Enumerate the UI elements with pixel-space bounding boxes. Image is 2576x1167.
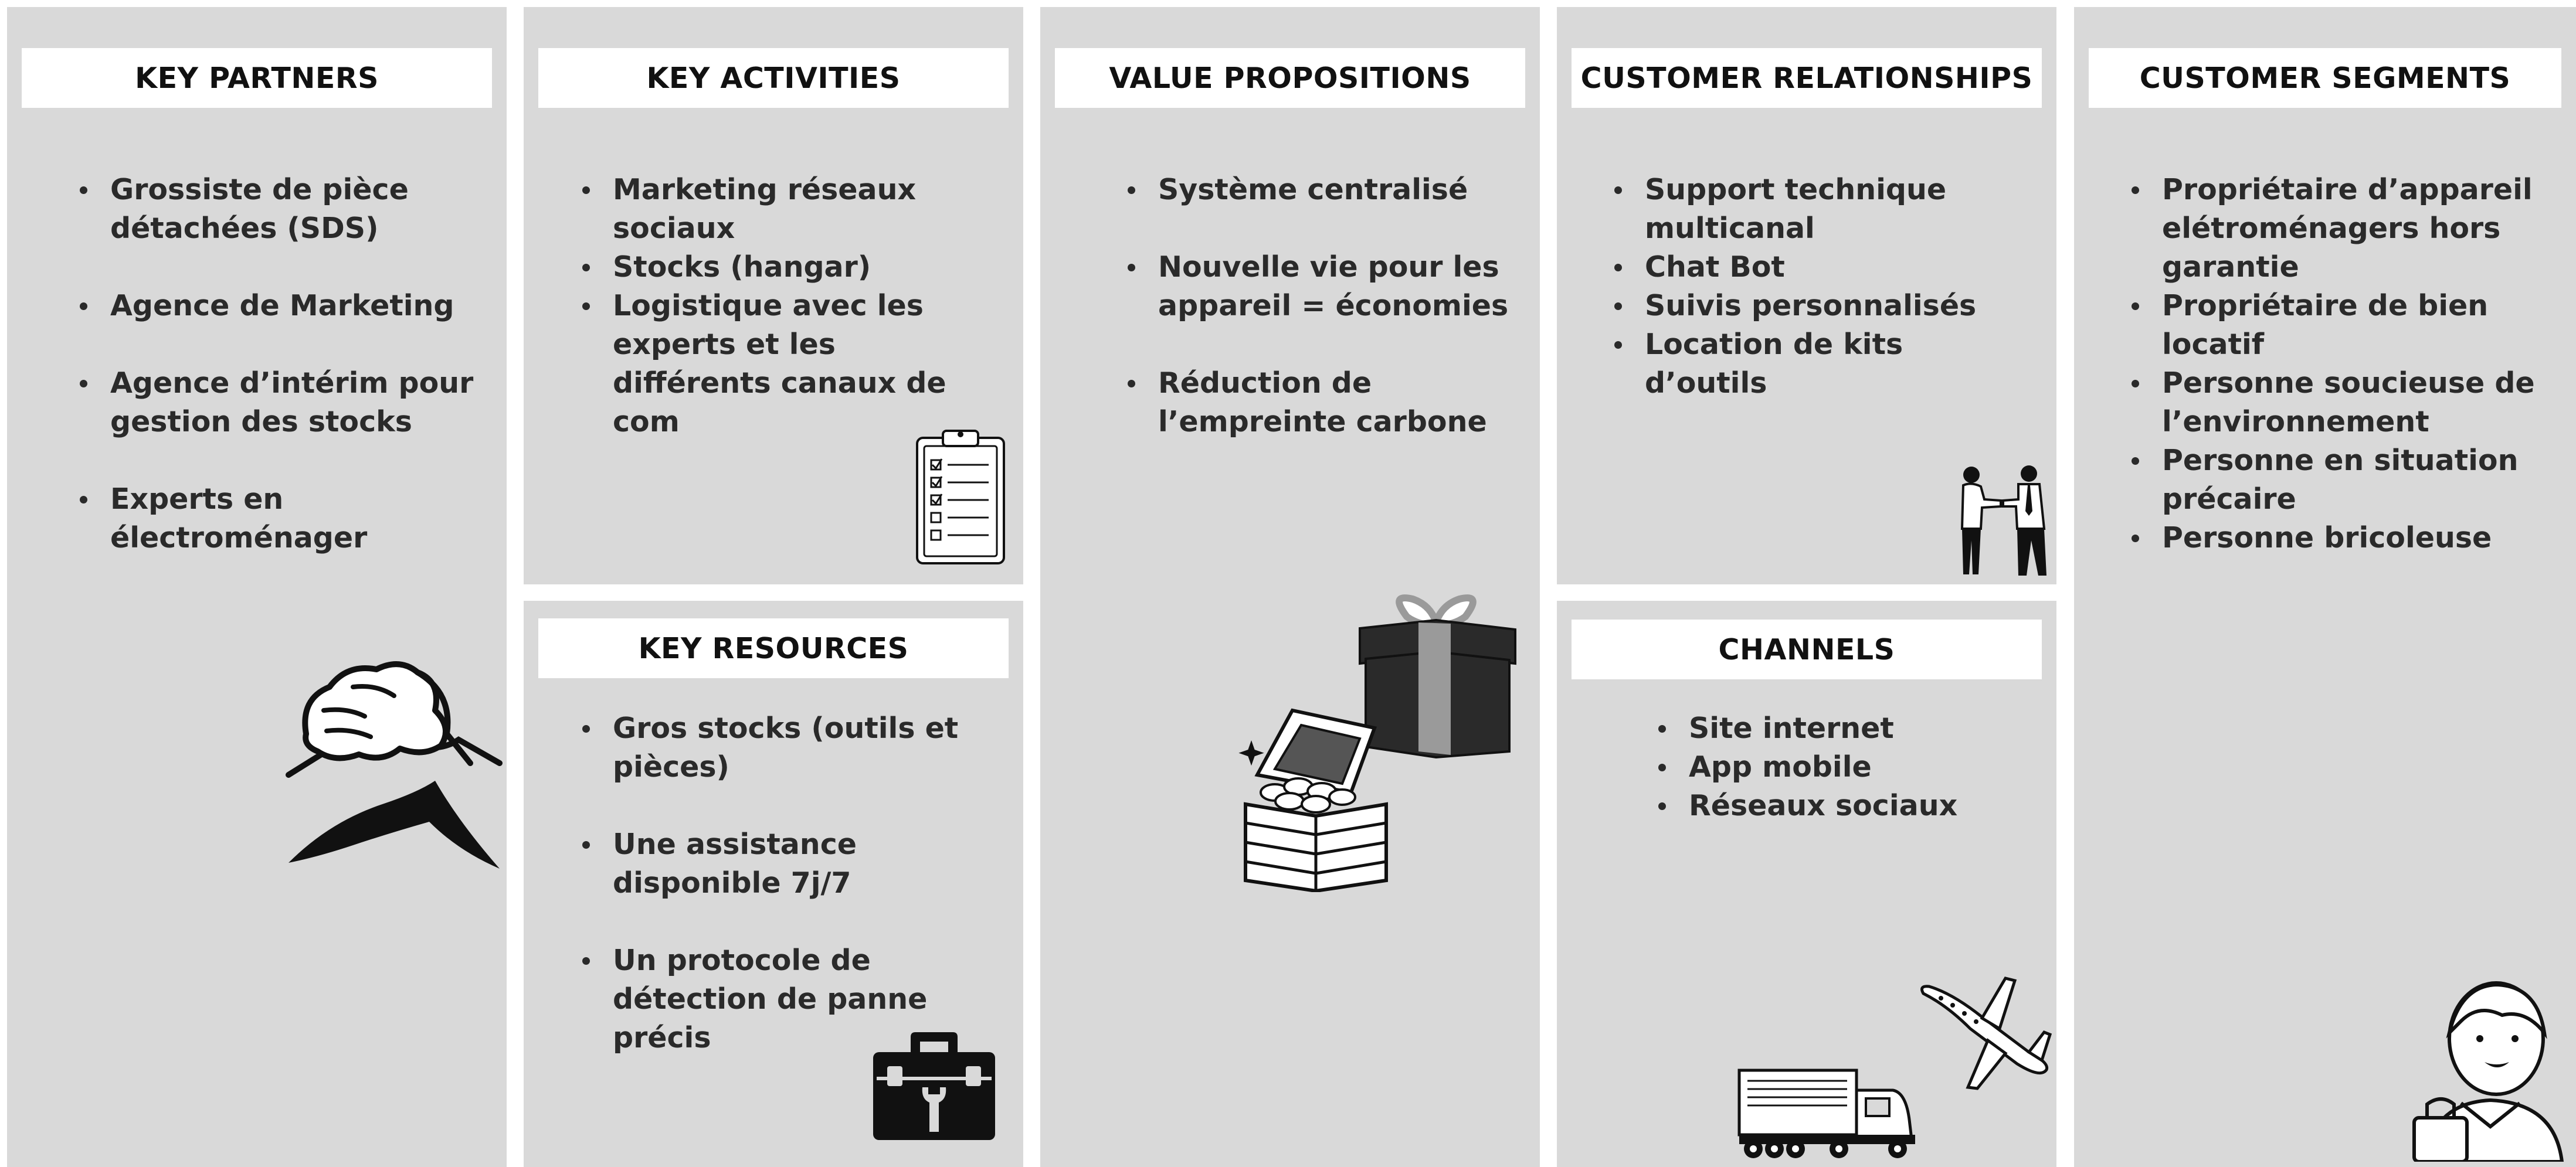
- list-item: Chat Bot: [1611, 248, 2033, 287]
- list-item: Site internet: [1655, 709, 2018, 748]
- list-item: Agence d’intérim pour gestion des stocks: [76, 364, 498, 441]
- list-item: Personne soucieuse de l’environnement: [2128, 364, 2562, 441]
- list-item: Agence de Marketing: [76, 287, 498, 325]
- people-shaking-hands-icon: [1960, 465, 2046, 576]
- list-item: Nouvelle vie pour les appareil = économi…: [1124, 248, 1523, 325]
- customer-relationships-list: Support technique multicanal Chat Bot Su…: [1611, 171, 2033, 403]
- key-activities-panel: KEY ACTIVITIES Marketing réseaux sociaux…: [524, 7, 1023, 584]
- channels-panel: CHANNELS Site internet App mobile Réseau…: [1557, 601, 2056, 1167]
- customer-segments-title: CUSTOMER SEGMENTS: [2089, 48, 2561, 108]
- value-propositions-panel: VALUE PROPOSITIONS Système centralisé No…: [1040, 7, 1540, 1167]
- list-item: Marketing réseaux sociaux: [579, 171, 1001, 248]
- list-item: Support technique multicanal: [1611, 171, 2033, 248]
- key-activities-title: KEY ACTIVITIES: [538, 48, 1009, 108]
- customer-segments-panel: CUSTOMER SEGMENTS Propriétaire d’apparei…: [2074, 7, 2576, 1167]
- person-with-bag-icon: [2412, 981, 2564, 1162]
- key-activities-list: Marketing réseaux sociaux Stocks (hangar…: [579, 171, 1001, 441]
- handshake-icon: [286, 661, 503, 869]
- treasure-chest-icon: [1238, 708, 1388, 892]
- list-item: Stocks (hangar): [579, 248, 1001, 287]
- list-item: Un protocole de détection de panne préci…: [579, 941, 1001, 1057]
- list-item: Gros stocks (outils et pièces): [579, 709, 1001, 787]
- list-item: Propriétaire de bien locatif: [2128, 287, 2562, 364]
- list-item: Propriétaire d’appareil elétroménagers h…: [2128, 171, 2562, 287]
- value-propositions-list: Système centralisé Nouvelle vie pour les…: [1124, 171, 1523, 441]
- list-item: Réseaux sociaux: [1655, 787, 2018, 825]
- truck-icon: [1737, 1069, 1915, 1158]
- airplane-icon: [1920, 977, 2052, 1090]
- value-propositions-title: VALUE PROPOSITIONS: [1055, 48, 1525, 108]
- list-item: Suivis personnalisés: [1611, 287, 2033, 325]
- key-partners-panel: KEY PARTNERS Grossiste de pièce détachée…: [7, 7, 507, 1167]
- key-resources-list: Gros stocks (outils et pièces) Une assis…: [579, 709, 1001, 1057]
- key-partners-list: Grossiste de pièce détachées (SDS) Agenc…: [76, 171, 498, 557]
- list-item: Location de kits d’outils: [1611, 325, 2033, 403]
- clipboard-checklist-icon: [916, 430, 1005, 564]
- list-item: App mobile: [1655, 748, 2018, 787]
- key-resources-panel: KEY RESOURCES Gros stocks (outils et piè…: [524, 601, 1023, 1167]
- customer-segments-list: Propriétaire d’appareil elétroménagers h…: [2128, 171, 2562, 557]
- list-item: Personne bricoleuse: [2128, 519, 2562, 557]
- list-item: Grossiste de pièce détachées (SDS): [76, 171, 498, 248]
- customer-relationships-panel: CUSTOMER RELATIONSHIPS Support technique…: [1557, 7, 2056, 584]
- list-item: Système centralisé: [1124, 171, 1523, 209]
- key-partners-title: KEY PARTNERS: [22, 48, 492, 108]
- key-resources-title: KEY RESOURCES: [538, 618, 1009, 678]
- list-item: Personne en situation précaire: [2128, 441, 2562, 519]
- list-item: Une assistance disponible 7j/7: [579, 825, 1001, 903]
- customer-relationships-title: CUSTOMER RELATIONSHIPS: [1572, 48, 2042, 108]
- channels-title: CHANNELS: [1572, 620, 2042, 679]
- list-item: Réduction de l’empreinte carbone: [1124, 364, 1523, 441]
- channels-list: Site internet App mobile Réseaux sociaux: [1655, 709, 2018, 825]
- list-item: Logistique avec les experts et les diffé…: [579, 287, 1001, 441]
- toolbox-icon: [873, 1032, 995, 1140]
- list-item: Experts en électroménager: [76, 480, 498, 557]
